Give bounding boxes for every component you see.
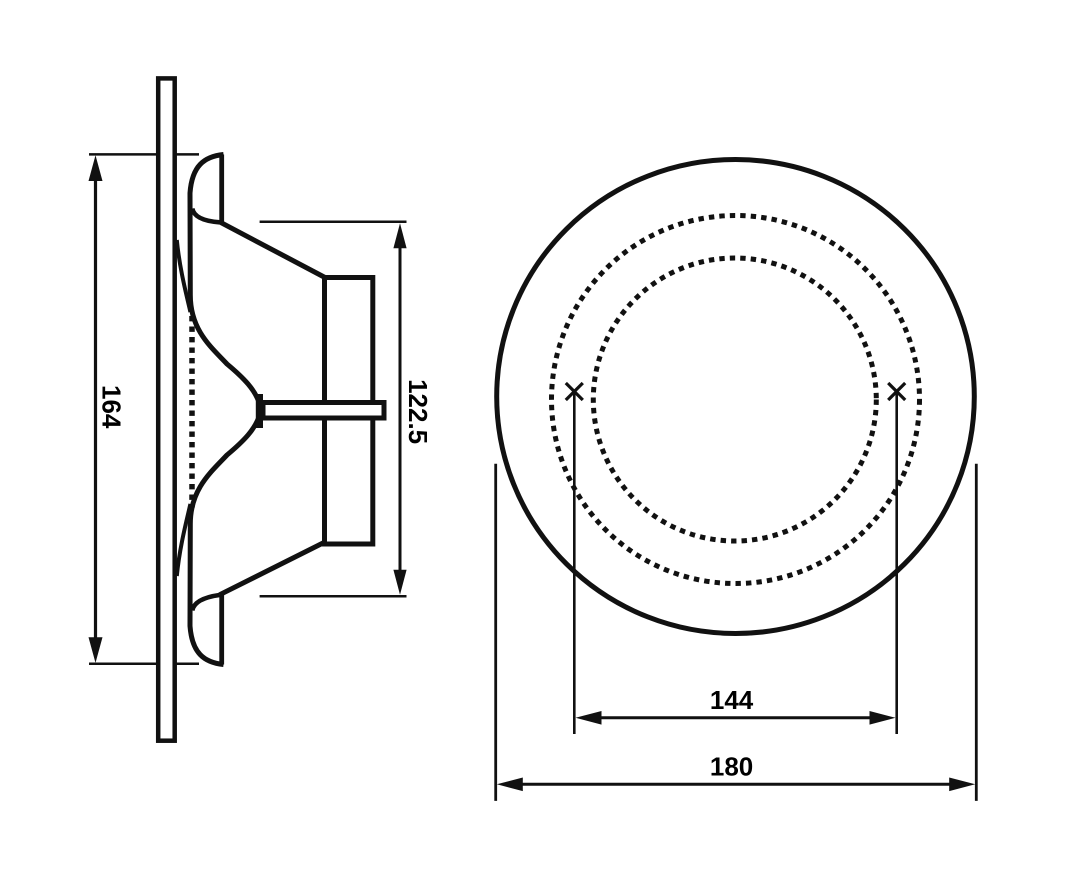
svg-text:164: 164 — [97, 385, 127, 429]
svg-text:122.5: 122.5 — [403, 379, 433, 444]
svg-text:180: 180 — [710, 751, 753, 781]
svg-text:144: 144 — [710, 685, 754, 715]
